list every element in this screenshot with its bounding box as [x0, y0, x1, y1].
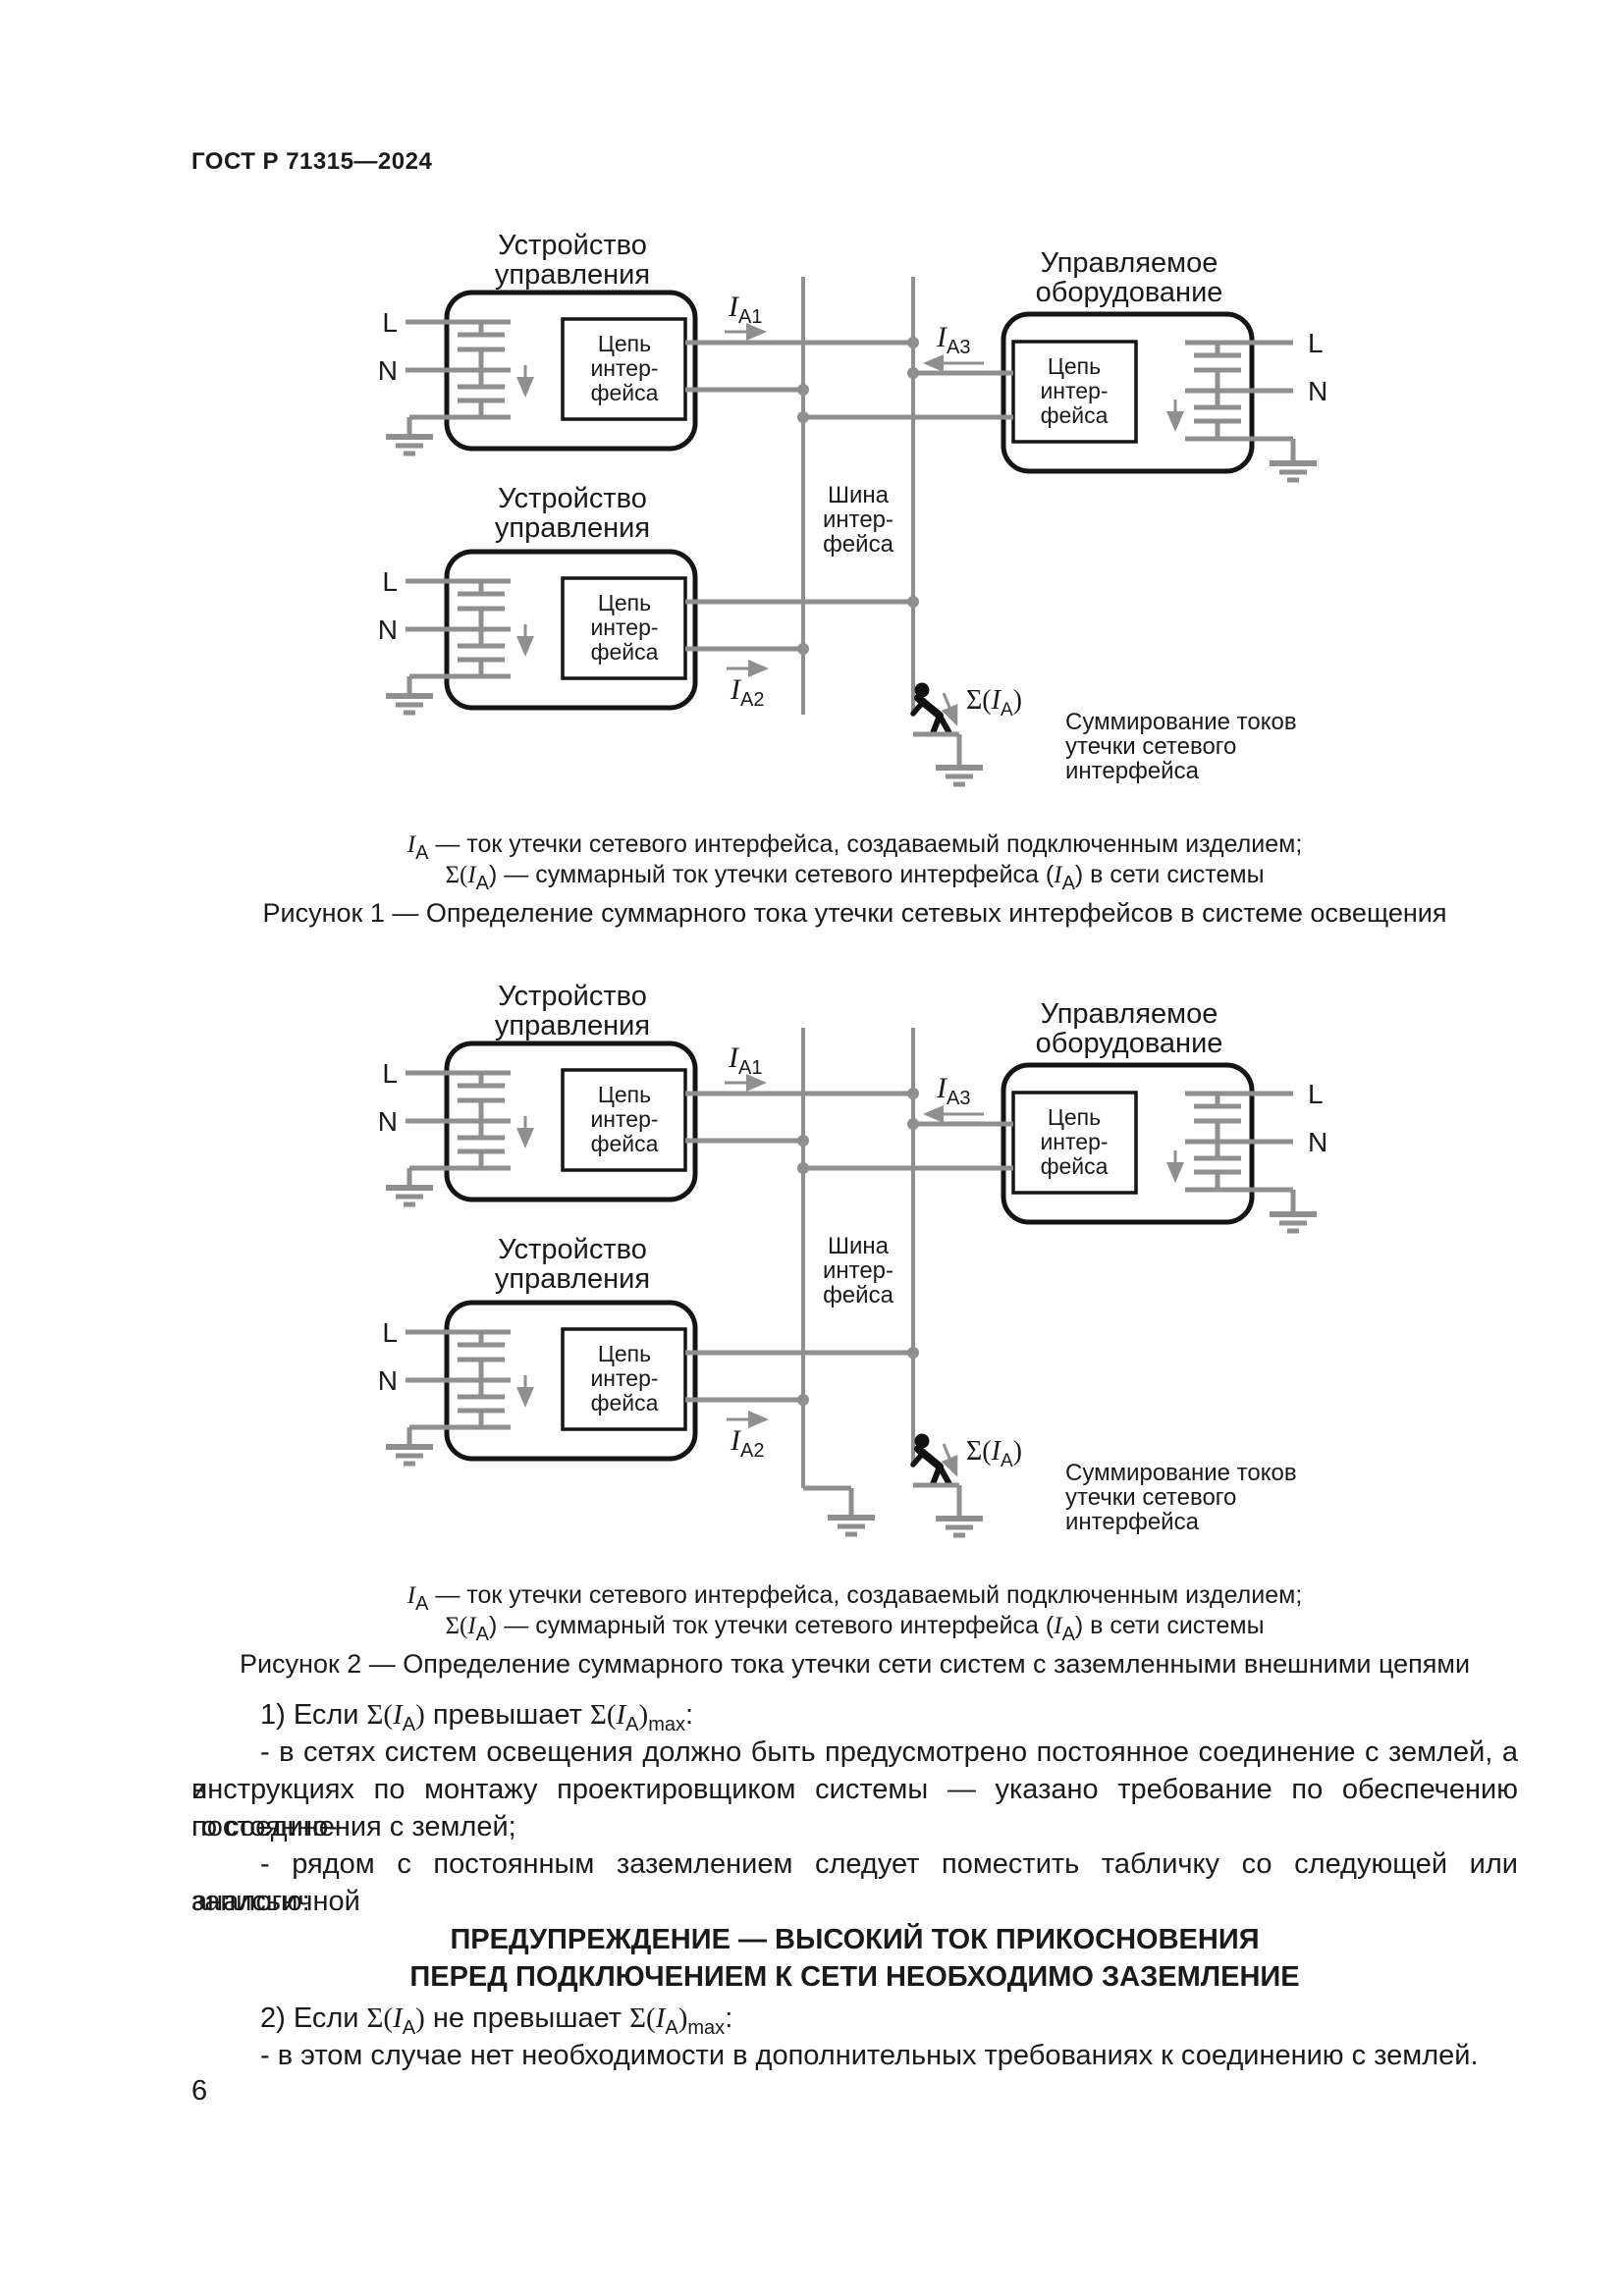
equipment-title-line1: Управляемое [1041, 998, 1218, 1030]
warning-line1: ПРЕДУПРЕЖДЕНИЕ — ВЫСОКИЙ ТОК ПРИКОСНОВЕН… [450, 1924, 1260, 1955]
sum-note-line1: Суммирование токов [1065, 1460, 1297, 1486]
interface-circuit-box [561, 576, 687, 680]
body-line: - в сетях систем освещения должно быть п… [191, 1736, 1518, 1805]
sum-current-label: Σ(IА) [966, 1436, 1022, 1471]
circuit-label: интер- [1040, 378, 1108, 403]
figure1-legend: IА — ток утечки сетевого интерфейса, соз… [191, 829, 1518, 894]
line-label-L: L [382, 307, 398, 338]
device2-title-line1: Устройство [498, 1234, 647, 1265]
bus-label: Шина [828, 1233, 890, 1259]
equipment-internals [1166, 340, 1317, 480]
figure2-buses [801, 1028, 915, 1534]
line-label-N: N [1308, 1127, 1327, 1157]
circuit-label: фейса [1041, 402, 1109, 428]
device2-title-line2: управления [495, 1263, 650, 1295]
circuit-label: фейса [1041, 1153, 1109, 1179]
line-label-L: L [382, 566, 398, 597]
figure2-labels: Устройство управления Устройство управле… [378, 981, 1327, 1535]
line-label-N: N [378, 1106, 398, 1137]
equipment-title-line2: оборудование [1036, 1028, 1223, 1059]
line-label-L: L [1308, 328, 1324, 358]
bus-label: фейса [823, 1282, 894, 1308]
circuit-label: фейса [591, 380, 659, 405]
legend-line1: IА — ток утечки сетевого интерфейса, соз… [406, 830, 1303, 864]
circuit-label: интер- [590, 1106, 658, 1132]
bus-label: интер- [823, 507, 893, 533]
page-number: 6 [191, 2075, 208, 2107]
circuit-label: интер- [1040, 1129, 1108, 1154]
body-line: записью: [191, 1886, 310, 1917]
sum-current-arrow [941, 692, 958, 726]
figure1-caption: Рисунок 1 — Определение суммарного тока … [262, 898, 1447, 928]
legend-line2: Σ(IА) — суммарный ток утечки сетевого ин… [445, 861, 1265, 894]
sum-note-line1: Суммирование токов [1065, 709, 1297, 735]
current-label-ia1: IА1 [728, 1041, 762, 1079]
circuit-label: Цепь [1048, 1104, 1101, 1130]
body-line: - в этом случае нет необходимости в допо… [260, 2040, 1479, 2071]
person-icon [910, 682, 952, 736]
junction-dots [797, 337, 919, 655]
bus-label: интер- [823, 1257, 893, 1284]
sum-note-line2: утечки сетевого [1065, 733, 1236, 760]
legend-line1: IА — ток утечки сетевого интерфейса, соз… [406, 1581, 1303, 1615]
sum-note-line3: интерфейса [1065, 758, 1200, 784]
circuit-label: Цепь [598, 1082, 651, 1107]
page-title: ГОСТ Р 71315—2024 [191, 148, 433, 175]
interface-circuit-box [1011, 340, 1138, 444]
body-item1: 1) Если Σ(IА) превышает Σ(IА)max: [260, 1699, 694, 1735]
line-label-N: N [378, 355, 398, 386]
current-label-ia2: IА2 [730, 1424, 764, 1462]
body-line: го соединения с землей; [191, 1811, 516, 1842]
figure-core-graphics [386, 290, 1317, 784]
figure1-buses [801, 277, 915, 715]
circuit-label: фейса [591, 639, 659, 665]
bus-label: фейса [823, 531, 894, 558]
body-item2: 2) Если Σ(IА) не превышает Σ(IА)max: [260, 2002, 733, 2039]
circuit-label: фейса [591, 1390, 659, 1415]
circuit-label: фейса [591, 1131, 659, 1156]
equipment-title-line1: Управляемое [1041, 247, 1218, 279]
interface-wires [685, 340, 1013, 652]
circuit-label: интер- [590, 614, 658, 640]
circuit-label: Цепь [598, 331, 651, 356]
sum-current-label: Σ(IА) [966, 685, 1022, 721]
sum-note-line3: интерфейса [1065, 1509, 1200, 1535]
warning-line2: ПЕРЕД ПОДКЛЮЧЕНИЕМ К СЕТИ НЕОБХОДИМО ЗАЗ… [409, 1961, 1300, 1993]
body-line: инструкциях по монтажу проектировщиком с… [191, 1774, 1518, 1842]
line-label-N: N [378, 1365, 398, 1396]
current-label-ia3: IА3 [936, 1072, 970, 1109]
interface-circuit-box [561, 317, 687, 421]
line-label-L: L [1308, 1079, 1324, 1109]
current-label-ia1: IА1 [728, 291, 762, 328]
legend-line2: Σ(IА) — суммарный ток утечки сетевого ин… [445, 1612, 1265, 1645]
line-label-L: L [382, 1058, 398, 1089]
figure2-caption: Рисунок 2 — Определение суммарного тока … [239, 1649, 1471, 1679]
line-label-L: L [382, 1317, 398, 1348]
figure1-labels: Устройство управления Устройство управле… [378, 230, 1327, 784]
circuit-label: интер- [590, 1365, 658, 1391]
body-line: - рядом с постоянным заземлением следует… [191, 1848, 1518, 1917]
equipment-title-line2: оборудование [1036, 277, 1223, 308]
person-ground-wire [913, 731, 962, 766]
figure2-legend: IА — ток утечки сетевого интерфейса, соз… [191, 1580, 1518, 1645]
device1-title-line1: Устройство [498, 230, 647, 261]
device1-title-line1: Устройство [498, 981, 647, 1012]
current-label-ia2: IА2 [730, 673, 764, 711]
circuit-label: интер- [590, 355, 658, 381]
bus-ground-wire [803, 1485, 854, 1515]
line-label-N: N [378, 614, 398, 645]
current-label-ia3: IА3 [936, 321, 970, 358]
circuit-label: Цепь [598, 1341, 651, 1366]
circuit-label: Цепь [598, 590, 651, 615]
bus-label: Шина [828, 482, 890, 508]
device1-title-line2: управления [495, 1010, 650, 1041]
device2-title-line2: управления [495, 512, 650, 544]
line-label-N: N [1308, 376, 1327, 406]
circuit-label: Цепь [1048, 353, 1101, 379]
device2-title-line1: Устройство [498, 483, 647, 514]
device1-title-line2: управления [495, 259, 650, 291]
sum-note-line2: утечки сетевого [1065, 1484, 1236, 1511]
